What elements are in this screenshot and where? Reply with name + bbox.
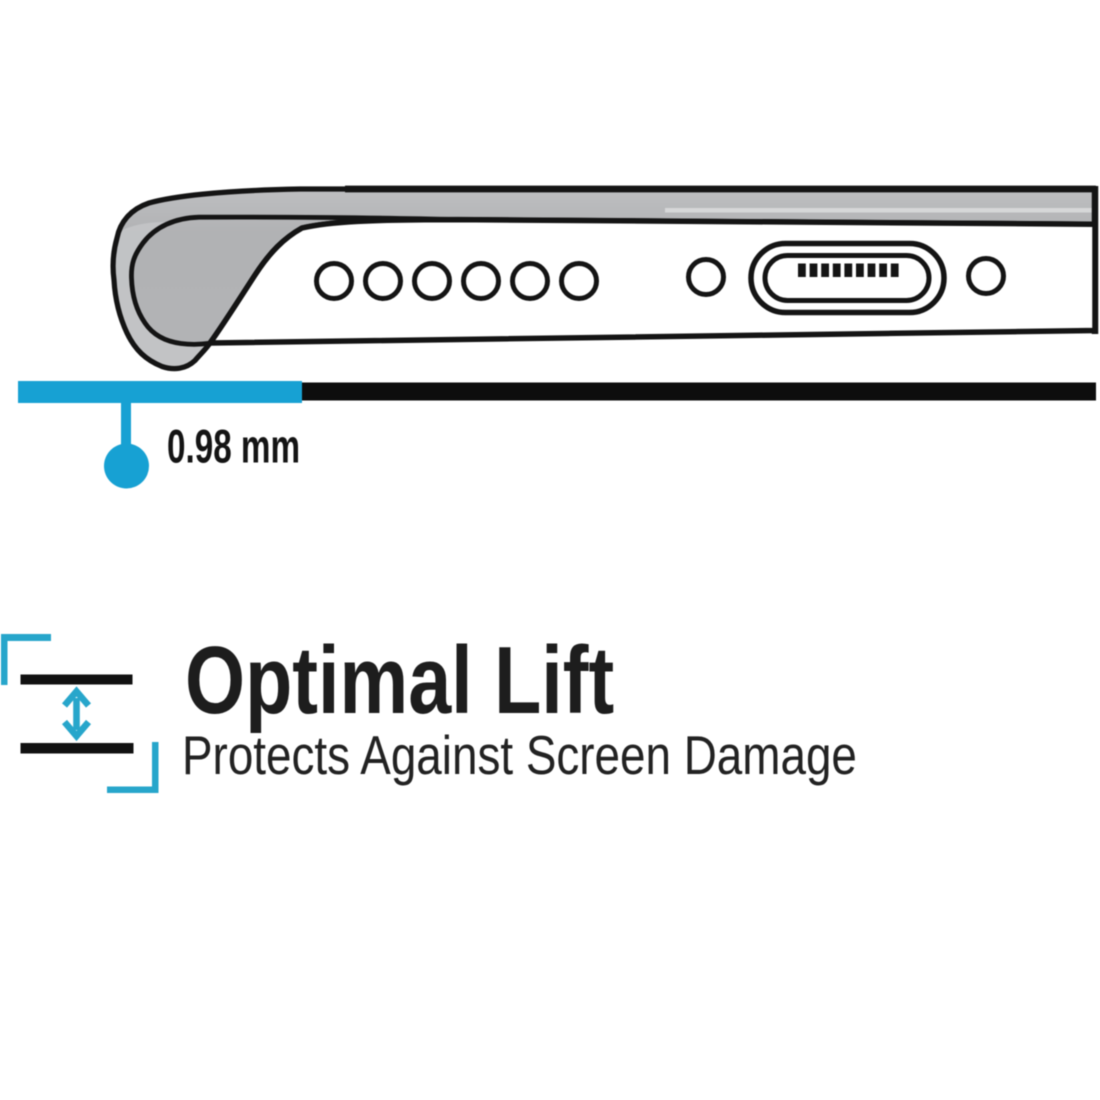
svg-text:Protects Against Screen Damage: Protects Against Screen Damage — [182, 724, 857, 786]
svg-text:Optimal Lift: Optimal Lift — [185, 627, 614, 734]
svg-text:0.98 mm: 0.98 mm — [167, 420, 300, 473]
